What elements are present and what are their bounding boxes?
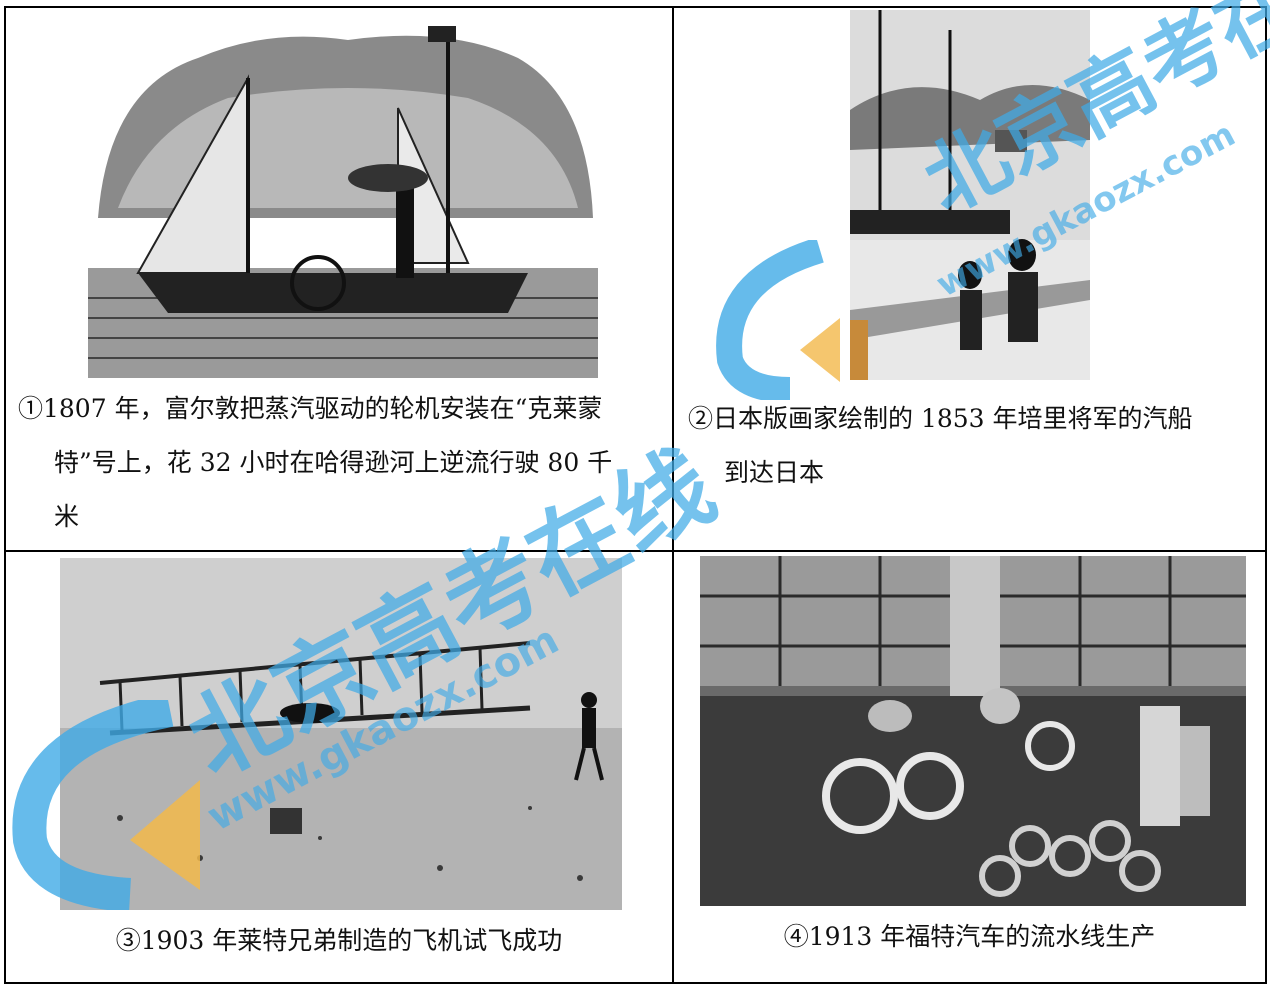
caption-line: 到达日本 bbox=[724, 458, 825, 487]
caption-line: ③1903 年莱特兄弟制造的飞机试飞成功 bbox=[115, 926, 563, 955]
cell-ford-assembly: ④1913 年福特汽车的流水线生产 bbox=[672, 550, 1267, 984]
ford-assembly-image bbox=[700, 556, 1246, 906]
caption-line: 米 bbox=[54, 502, 80, 531]
steamboat-image bbox=[88, 18, 598, 378]
caption-line: ②日本版画家绘制的 1853 年培里将军的汽船 bbox=[688, 404, 1193, 433]
caption-ford-assembly: ④1913 年福特汽车的流水线生产 bbox=[674, 910, 1265, 964]
caption-line: ④1913 年福特汽车的流水线生产 bbox=[783, 922, 1156, 951]
image-grid-table: ①1807 年，富尔敦把蒸汽驱动的轮机安装在“克莱蒙 特”号上，花 32 小时在… bbox=[4, 6, 1267, 984]
caption-wright-plane: ③1903 年莱特兄弟制造的飞机试飞成功 bbox=[6, 914, 672, 968]
cell-steamboat: ①1807 年，富尔敦把蒸汽驱动的轮机安装在“克莱蒙 特”号上，花 32 小时在… bbox=[4, 6, 674, 552]
caption-line: ①1807 年，富尔敦把蒸汽驱动的轮机安装在“克莱蒙 bbox=[18, 394, 603, 423]
caption-line: 特”号上，花 32 小时在哈得逊河上逆流行驶 80 千 bbox=[54, 448, 613, 477]
caption-perry-ship: ②日本版画家绘制的 1853 年培里将军的汽船 到达日本 bbox=[688, 392, 1193, 500]
caption-steamboat: ①1807 年，富尔敦把蒸汽驱动的轮机安装在“克莱蒙 特”号上，花 32 小时在… bbox=[18, 382, 612, 544]
cell-wright-plane: ③1903 年莱特兄弟制造的飞机试飞成功 bbox=[4, 550, 674, 984]
perry-ship-image bbox=[850, 10, 1090, 380]
wright-plane-image bbox=[60, 558, 622, 910]
cell-perry-ship: ②日本版画家绘制的 1853 年培里将军的汽船 到达日本 bbox=[672, 6, 1267, 552]
